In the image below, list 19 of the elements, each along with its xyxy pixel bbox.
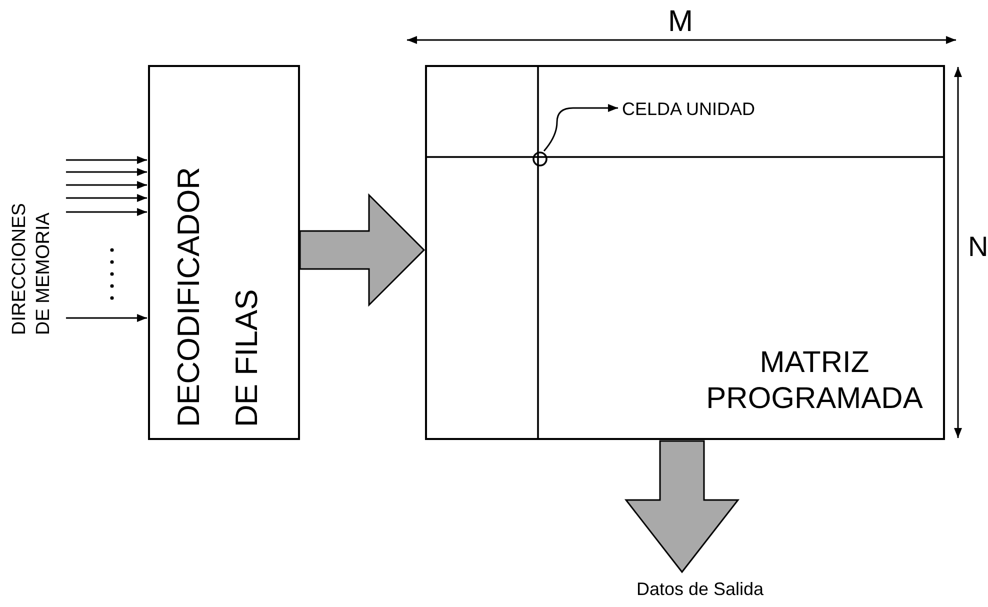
decoder-box bbox=[148, 65, 300, 440]
arrow bbox=[66, 168, 147, 176]
dimension-label: M bbox=[668, 6, 693, 38]
dimension-label: N bbox=[968, 232, 988, 262]
block-arrow bbox=[624, 440, 740, 574]
arrow bbox=[66, 194, 147, 202]
output-label: Datos de Salida bbox=[620, 578, 780, 602]
cell-label: CELDA UNIDAD bbox=[622, 98, 782, 122]
block-arrow bbox=[299, 193, 426, 307]
arrow bbox=[66, 181, 147, 189]
address-label: DIRECCIONES DE MEMORIA bbox=[8, 185, 64, 335]
arrow bbox=[66, 156, 147, 164]
arrow bbox=[66, 314, 147, 322]
cell-circle bbox=[532, 151, 548, 167]
matrix-box bbox=[425, 65, 945, 440]
decoder-title: DECODIFICADOR DE FILAS bbox=[170, 166, 265, 427]
leader-line bbox=[543, 104, 618, 152]
matrix-title: MATRIZ PROGRAMADA bbox=[705, 345, 924, 417]
arrow bbox=[66, 208, 147, 216]
